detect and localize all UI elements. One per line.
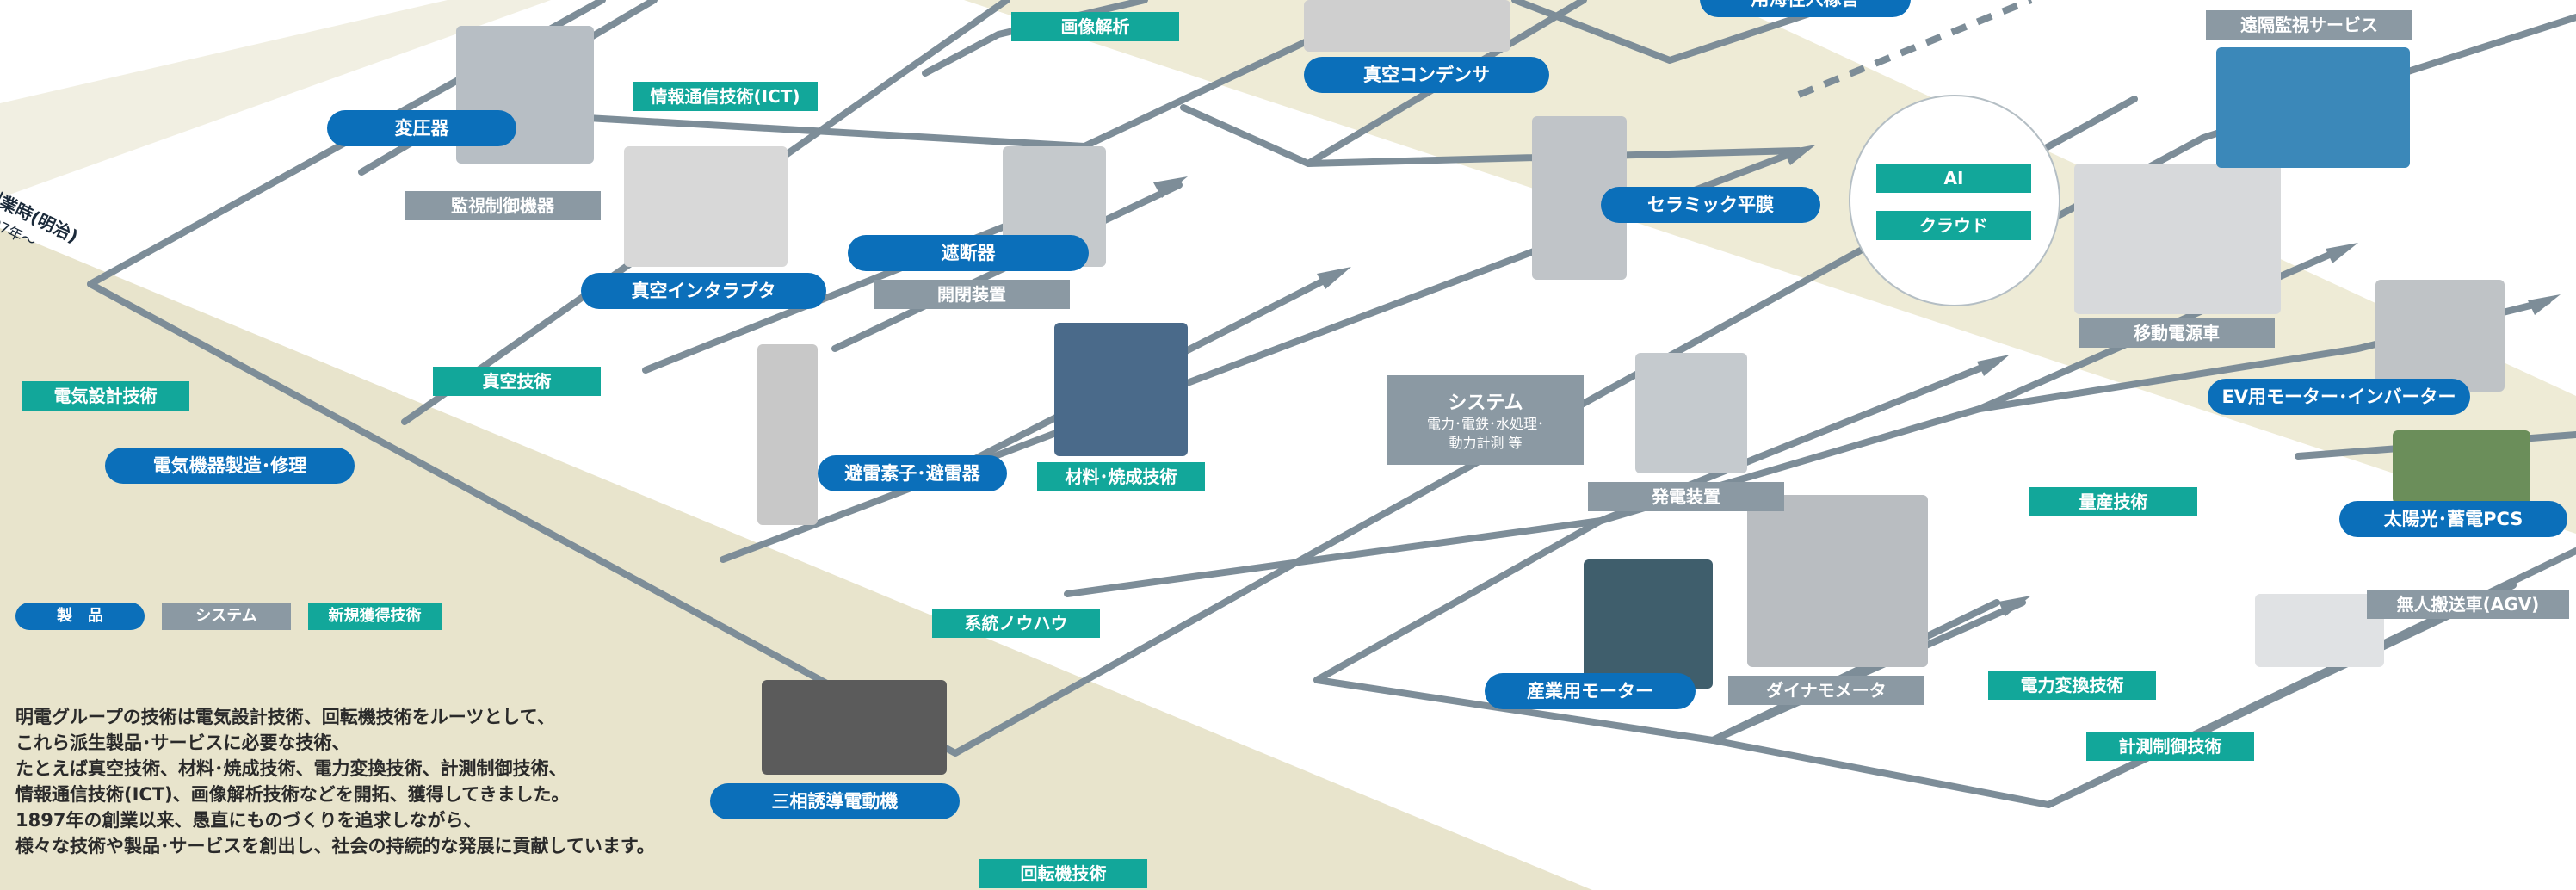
intro-text: 明電グループの技術は電気設計技術、回転機技術をルーツとして、 これら派生製品･サ… — [15, 704, 655, 859]
ai-cloud-circle — [1849, 95, 2060, 306]
intro-line: たとえば真空技術、材料･焼成技術、電力変換技術、計測制御技術、 — [15, 758, 567, 779]
arrester-image — [757, 344, 818, 525]
future-dashed-line — [1797, 0, 2033, 98]
tree-branch-imageanalysis — [922, 0, 1148, 77]
arrowhead — [2326, 243, 2358, 263]
era-band-left — [0, 228, 1592, 890]
tech-materials: 材料･焼成技術 — [1037, 462, 1205, 491]
era-band-upper — [964, 0, 2576, 534]
generator-image — [1635, 353, 1747, 473]
solar-image — [2393, 430, 2530, 504]
legend-technology: 新規獲得技術 — [308, 603, 442, 630]
tech-electric-design: 電気設計技術 — [22, 381, 189, 411]
vacuum-capacitor-image — [1304, 0, 1510, 52]
system-box-sub1: 電力･電鉄･水処理･ — [1426, 416, 1544, 432]
arrowhead — [1977, 355, 2010, 376]
tech-mass-production: 量産技術 — [2029, 487, 2197, 516]
product-solar-pcs: 太陽光･蓄電PCS — [2339, 501, 2567, 537]
tech-system-knowhow: 系統ノウハウ — [932, 609, 1100, 638]
system-generator: 発電装置 — [1588, 482, 1784, 511]
tree-trunk — [87, 96, 2138, 757]
product-circuit-breaker: 遮断器 — [848, 235, 1089, 271]
system-mobile-power: 移動電源車 — [2079, 318, 2275, 348]
tech-ai: AI — [1876, 164, 2031, 193]
system-box-title: システム — [1448, 392, 1523, 414]
intro-line: 明電グループの技術は電気設計技術、回転機技術をルーツとして、 — [15, 707, 555, 727]
arrowhead — [1317, 267, 1351, 289]
arrowhead — [2528, 294, 2561, 315]
mobile-power-image — [2074, 164, 2281, 314]
product-lightning-arrester: 避雷素子･避雷器 — [818, 455, 1007, 491]
product-three-phase-motor: 三相誘導電動機 — [710, 783, 960, 819]
tech-image-analysis: 画像解析 — [1011, 12, 1179, 41]
vacuum-interrupter-image — [624, 146, 788, 267]
dynamometer-image — [1747, 495, 1928, 667]
industrial-motor-image — [1584, 559, 1713, 689]
remote-monitor-image — [2216, 47, 2410, 168]
tech-rotating-machine: 回転機技術 — [979, 859, 1147, 888]
product-vacuum-capacitor: 真空コンデンサ — [1304, 57, 1549, 93]
intro-line: これら派生製品･サービスに必要な技術、 — [15, 732, 350, 753]
tech-power-conversion: 電力変換技術 — [1988, 671, 2156, 700]
system-box: システム 電力･電鉄･水処理･ 動力計測 等 — [1387, 375, 1584, 465]
intro-line: 1897年の創業以来、愚直にものづくりを追求しながら、 — [15, 810, 482, 831]
system-agv: 無人搬送車(AGV) — [2367, 590, 2569, 619]
tech-vacuum: 真空技術 — [433, 367, 601, 396]
product-electric-equipment: 電気機器製造･修理 — [105, 448, 355, 484]
product-vacuum-interrupter: 真空インタラプタ — [581, 273, 826, 309]
materials-image — [1054, 323, 1188, 456]
arrowhead — [1783, 145, 1816, 165]
legend-system: システム — [162, 603, 291, 630]
arrowhead — [1153, 176, 1188, 198]
tree-branch-dyn2 — [1709, 599, 2026, 744]
ev-motor-image — [2375, 280, 2505, 392]
system-box-sub2: 動力計測 等 — [1449, 435, 1523, 451]
product-ev-motor: EV用モーター･インバーター — [2208, 379, 2470, 415]
system-dynamometer: ダイナモメータ — [1728, 676, 1924, 705]
system-remote-monitor: 遠隔監視サービス — [2206, 10, 2412, 40]
tree-branch-motor — [1313, 517, 1604, 683]
system-switchgear: 開閉装置 — [874, 280, 1070, 309]
era-band-top-left — [0, 0, 551, 198]
product-wastewater: 用海径入稼言 — [1700, 0, 1911, 17]
intro-line: 様々な技術や製品･サービスを創出し、社会の持続的な発展に貢献しています。 — [15, 836, 655, 856]
three-phase-motor-image — [762, 680, 947, 775]
agv-image — [2255, 594, 2384, 667]
arrowhead — [1998, 596, 2031, 616]
tree-branch-wastewater — [1511, 0, 1854, 64]
product-ceramic-film: セラミック平膜 — [1601, 187, 1820, 223]
tech-ict: 情報通信技術(ICT) — [633, 82, 818, 111]
legend-product: 製 品 — [15, 603, 145, 630]
product-transformer: 変圧器 — [327, 110, 516, 146]
intro-line: 情報通信技術(ICT)、画像解析技術などを開拓、獲得してきました。 — [15, 784, 570, 805]
system-monitor-control: 監視制御機器 — [405, 191, 601, 220]
tech-cloud: クラウド — [1876, 211, 2031, 240]
product-industrial-motor: 産業用モーター — [1485, 673, 1696, 709]
tech-measurement-control: 計測制御技術 — [2086, 732, 2254, 761]
